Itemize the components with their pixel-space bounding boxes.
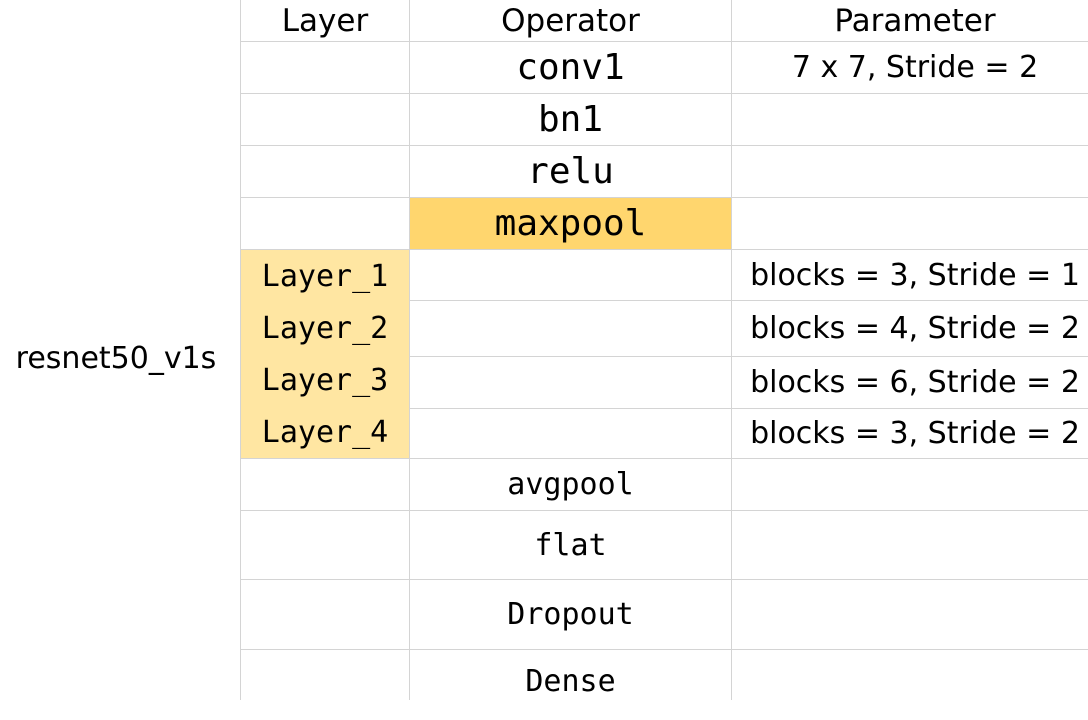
grid-line: [409, 408, 1088, 409]
header-parameter[interactable]: Parameter: [834, 2, 996, 39]
grid-line: [240, 197, 1088, 198]
parameter-cell[interactable]: blocks = 3, Stride = 2: [750, 416, 1080, 451]
operator-cell[interactable]: Dropout: [507, 597, 634, 632]
operator-cell[interactable]: bn1: [537, 99, 604, 140]
grid-line: [240, 458, 1088, 459]
spreadsheet-grid: Layer Operator Parameter conv1 7 x 7, St…: [240, 0, 1088, 700]
layer-cell[interactable]: Layer_2: [241, 302, 409, 354]
parameter-cell[interactable]: blocks = 3, Stride = 1: [750, 257, 1080, 293]
grid-line: [240, 145, 1088, 146]
parameter-cell[interactable]: 7 x 7, Stride = 2: [791, 50, 1039, 85]
grid-line: [240, 510, 1088, 511]
grid-line: [240, 249, 1088, 250]
operator-cell-highlighted[interactable]: maxpool: [410, 198, 731, 249]
operator-cell[interactable]: relu: [527, 151, 614, 192]
layer-cell[interactable]: Layer_3: [241, 354, 409, 406]
grid-line: [240, 93, 1088, 94]
operator-cell[interactable]: conv1: [516, 47, 625, 88]
parameter-cell[interactable]: blocks = 4, Stride = 2: [750, 311, 1080, 346]
header-layer[interactable]: Layer: [281, 2, 369, 39]
grid-line: [240, 579, 1088, 580]
grid-line: [240, 41, 1088, 42]
grid-line: [409, 300, 1088, 301]
parameter-cell[interactable]: blocks = 6, Stride = 2: [750, 365, 1080, 400]
grid-line: [731, 0, 732, 700]
model-name-label[interactable]: resnet50_v1s: [15, 340, 217, 376]
layer-cell[interactable]: Layer_4: [241, 406, 409, 458]
layer-cell[interactable]: Layer_1: [241, 250, 409, 302]
operator-cell[interactable]: avgpool: [507, 467, 634, 502]
grid-line: [409, 0, 410, 700]
grid-line: [240, 649, 1088, 650]
operator-cell[interactable]: flat: [534, 527, 607, 563]
grid-line: [409, 356, 1088, 357]
operator-cell[interactable]: Dense: [525, 664, 616, 699]
grid-line: [240, 0, 241, 700]
header-operator[interactable]: Operator: [501, 2, 640, 39]
